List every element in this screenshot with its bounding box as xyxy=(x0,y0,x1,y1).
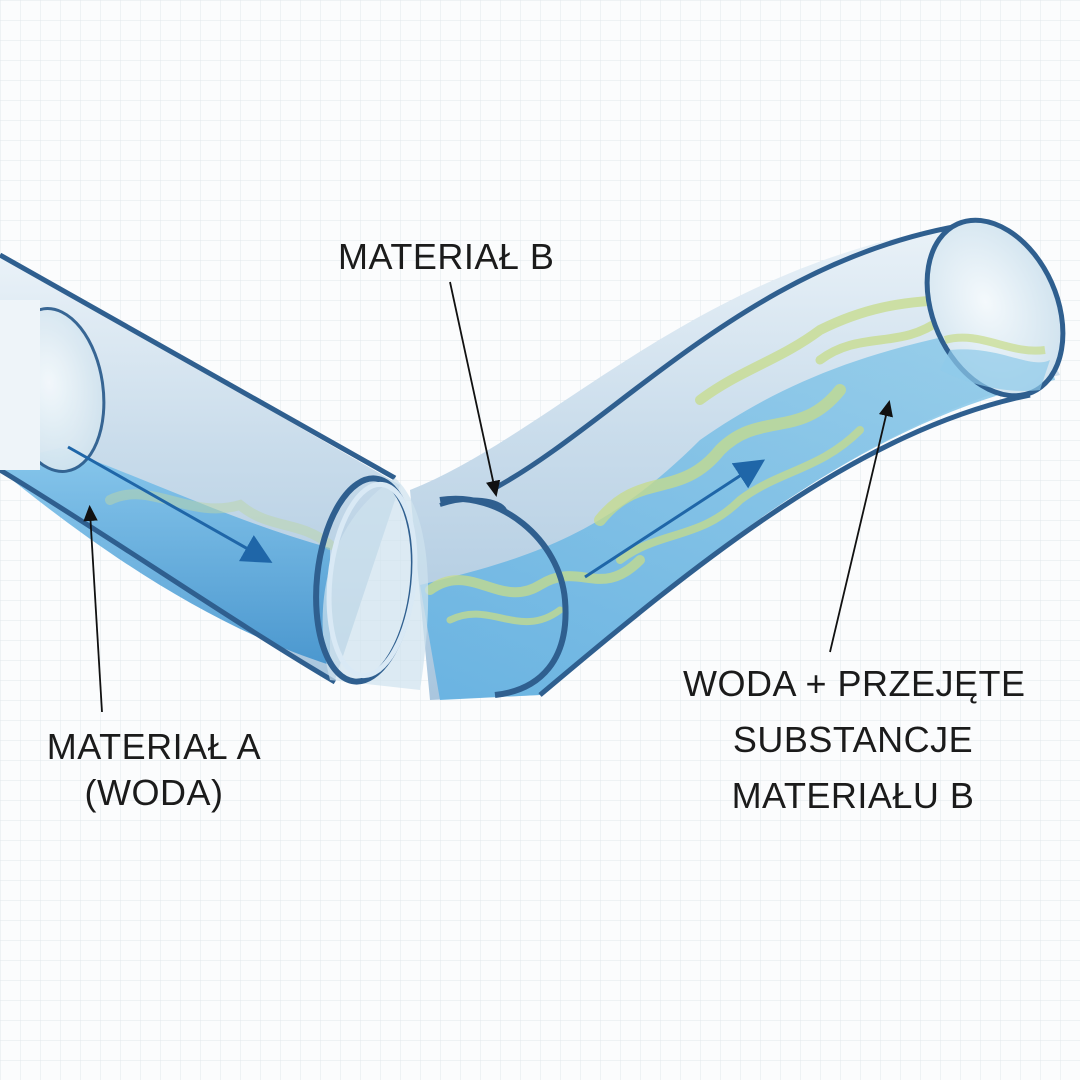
water-right xyxy=(420,320,1055,700)
label-result-line1: WODA + PRZEJĘTE xyxy=(683,663,1026,704)
label-material-b-text: MATERIAŁ B xyxy=(338,236,555,277)
substance-b-strands xyxy=(425,295,1035,626)
label-material-a-line1: MATERIAŁ A xyxy=(46,726,262,767)
label-material-a: MATERIAŁ A (WODA) xyxy=(40,724,268,816)
label-material-b: MATERIAŁ B xyxy=(338,234,554,280)
label-result-line2: SUBSTANCJE xyxy=(732,719,974,760)
leader-arrow-icon xyxy=(83,504,103,713)
label-material-a-line2: (WODA) xyxy=(84,772,224,813)
label-result: WODA + PRZEJĘTE SUBSTANCJE MATERIAŁU B xyxy=(683,656,1026,824)
pipe-coupling-material-b xyxy=(313,475,569,698)
leader-arrow-icon xyxy=(449,281,501,498)
leader-arrow-icon xyxy=(829,399,893,653)
label-result-line3: MATERIAŁU B xyxy=(731,775,975,816)
pipe-left-segment xyxy=(0,252,400,685)
flow-arrow-icon xyxy=(584,459,766,579)
flow-arrow-icon xyxy=(67,445,273,563)
water-left xyxy=(0,448,330,665)
